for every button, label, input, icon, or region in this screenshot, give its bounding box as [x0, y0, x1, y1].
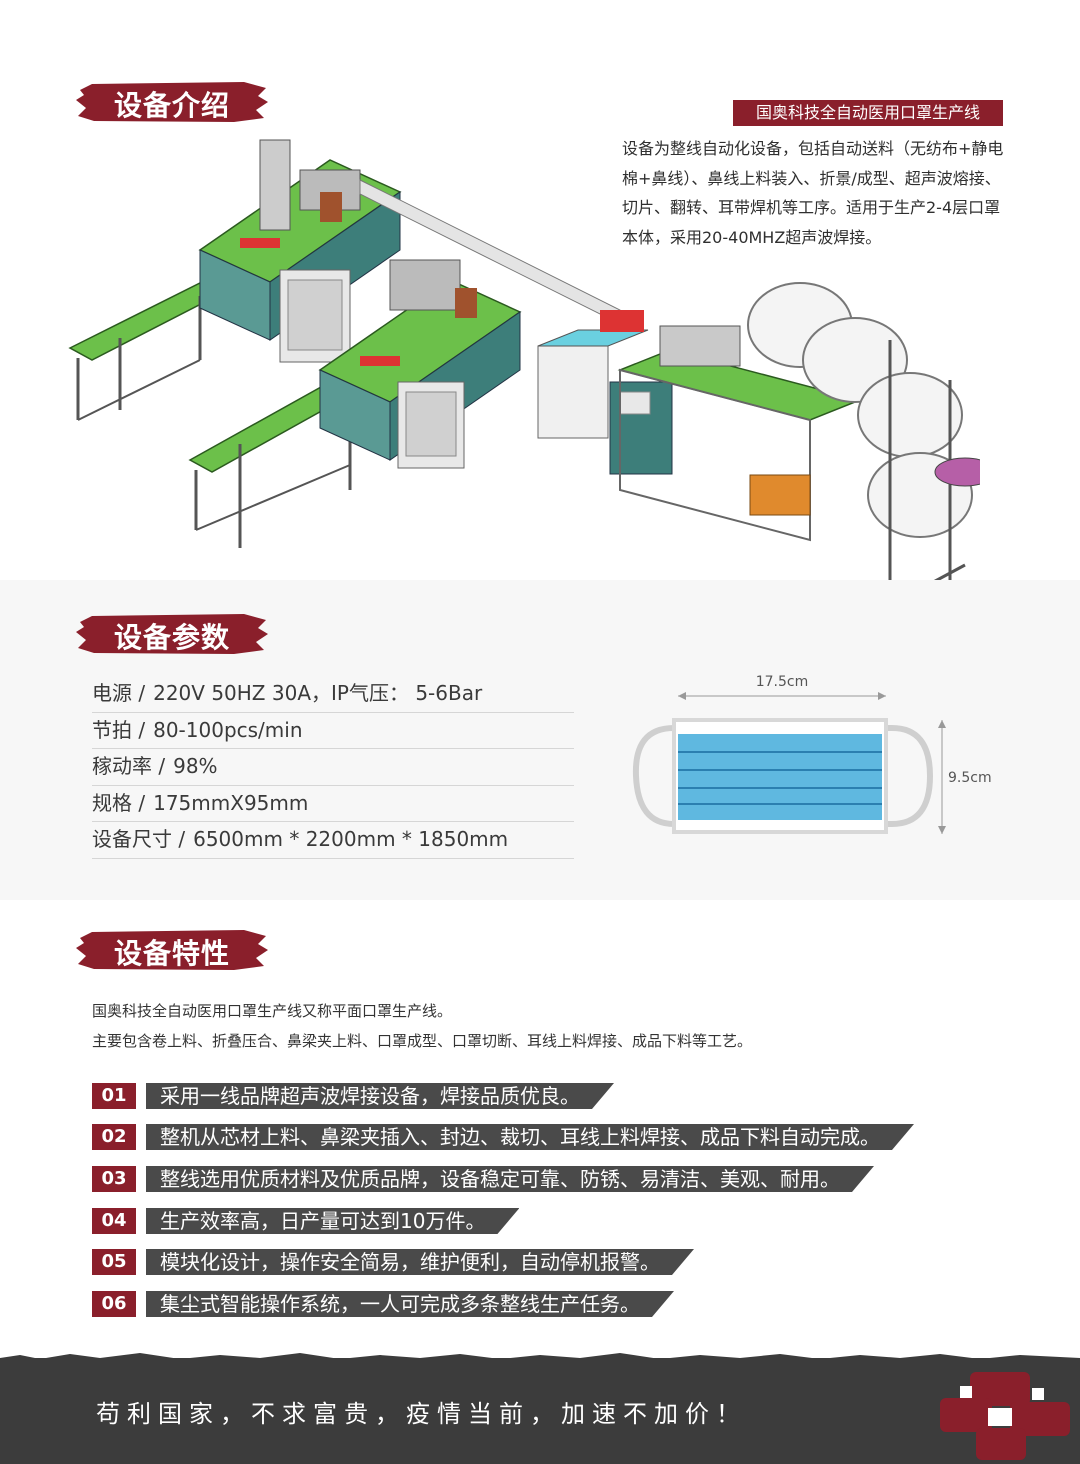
feature-text: 整机从芯材上料、鼻梁夹插入、封边、裁切、耳线上料焊接、成品下料自动完成。: [146, 1124, 914, 1150]
intro-description: 设备为整线自动化设备，包括自动送料（无纺布+静电棉+鼻线）、鼻线上料装入、折景/…: [622, 139, 1004, 247]
feature-number: 04: [92, 1208, 136, 1234]
section-title-params: 设备参数: [74, 612, 270, 656]
conveyor-left-icon: [68, 277, 234, 421]
section-features: 设备特性 国奥科技全自动医用口罩生产线又称平面口罩生产线。 主要包含卷上料、折叠…: [0, 900, 1080, 1360]
feature-text: 整线选用优质材料及优质品牌，设备稳定可靠、防锈、易清洁、美观、耐用。: [146, 1166, 874, 1192]
forming-machine-2-icon: [318, 259, 522, 469]
cabinet-icon: [537, 329, 673, 475]
params-table: 电源 /220V 50HZ 30A，IP气压： 5-6Bar 节拍 /80-10…: [92, 676, 574, 859]
mask-body-icon: [678, 734, 882, 820]
section-params: 设备参数 电源 /220V 50HZ 30A，IP气压： 5-6Bar 节拍 /…: [0, 580, 1080, 900]
param-row: 稼动率 /98%: [92, 749, 574, 786]
mask-width-label: 17.5cm: [756, 674, 809, 690]
forming-machine-1-icon: [198, 139, 402, 363]
brush-banner-icon: [76, 614, 268, 654]
feature-number: 01: [92, 1083, 136, 1109]
param-row: 节拍 /80-100pcs/min: [92, 713, 574, 749]
brand-logo-icon: [940, 1372, 1070, 1460]
brush-banner-icon: [76, 82, 268, 122]
feature-text: 集尘式智能操作系统，一人可完成多条整线生产任务。: [146, 1291, 674, 1317]
feature-number: 02: [92, 1124, 136, 1150]
param-row: 规格 /175mmX95mm: [92, 786, 574, 822]
production-line-illustration: [68, 139, 980, 602]
feature-text: 生产效率高，日产量可达到10万件。: [146, 1208, 519, 1234]
param-row: 电源 /220V 50HZ 30A，IP气压： 5-6Bar: [92, 676, 574, 713]
brush-edge-icon: [0, 1353, 1080, 1366]
features-description: 国奥科技全自动医用口罩生产线又称平面口罩生产线。 主要包含卷上料、折叠压合、鼻梁…: [92, 1002, 753, 1050]
mask-height-label: 9.5cm: [948, 770, 992, 786]
mask-dimension-diagram: 17.5cm 9.5cm: [632, 674, 992, 834]
feature-number: 03: [92, 1166, 136, 1192]
product-tag: 国奥科技全自动医用口罩生产线: [733, 100, 1003, 126]
feature-number: 06: [92, 1291, 136, 1317]
param-row: 设备尺寸 /6500mm * 2200mm * 1850mm: [92, 822, 574, 859]
feature-text: 模块化设计，操作安全简易，维护便利，自动停机报警。: [146, 1249, 694, 1275]
section-title-features: 设备特性: [74, 928, 270, 972]
feature-number: 05: [92, 1249, 136, 1275]
footer-slogan: 苟利国家，不求富贵，疫情当前，加速不加价！: [96, 1400, 747, 1428]
feature-text: 采用一线品牌超声波焊接设备，焊接品质优良。: [146, 1083, 614, 1109]
brush-banner-icon: [76, 930, 268, 970]
ear-loop-icon: [632, 725, 934, 827]
section-intro: 设备介绍 国奥科技全自动医用口罩生产线 设备为整线自动化设备，包括自动送料（无纺…: [0, 0, 1080, 602]
main-line-icon: [600, 310, 863, 542]
section-title-intro: 设备介绍: [74, 80, 270, 124]
material-rollers-icon: [747, 282, 980, 602]
footer: 苟利国家，不求富贵，疫情当前，加速不加价！: [0, 1353, 1080, 1464]
